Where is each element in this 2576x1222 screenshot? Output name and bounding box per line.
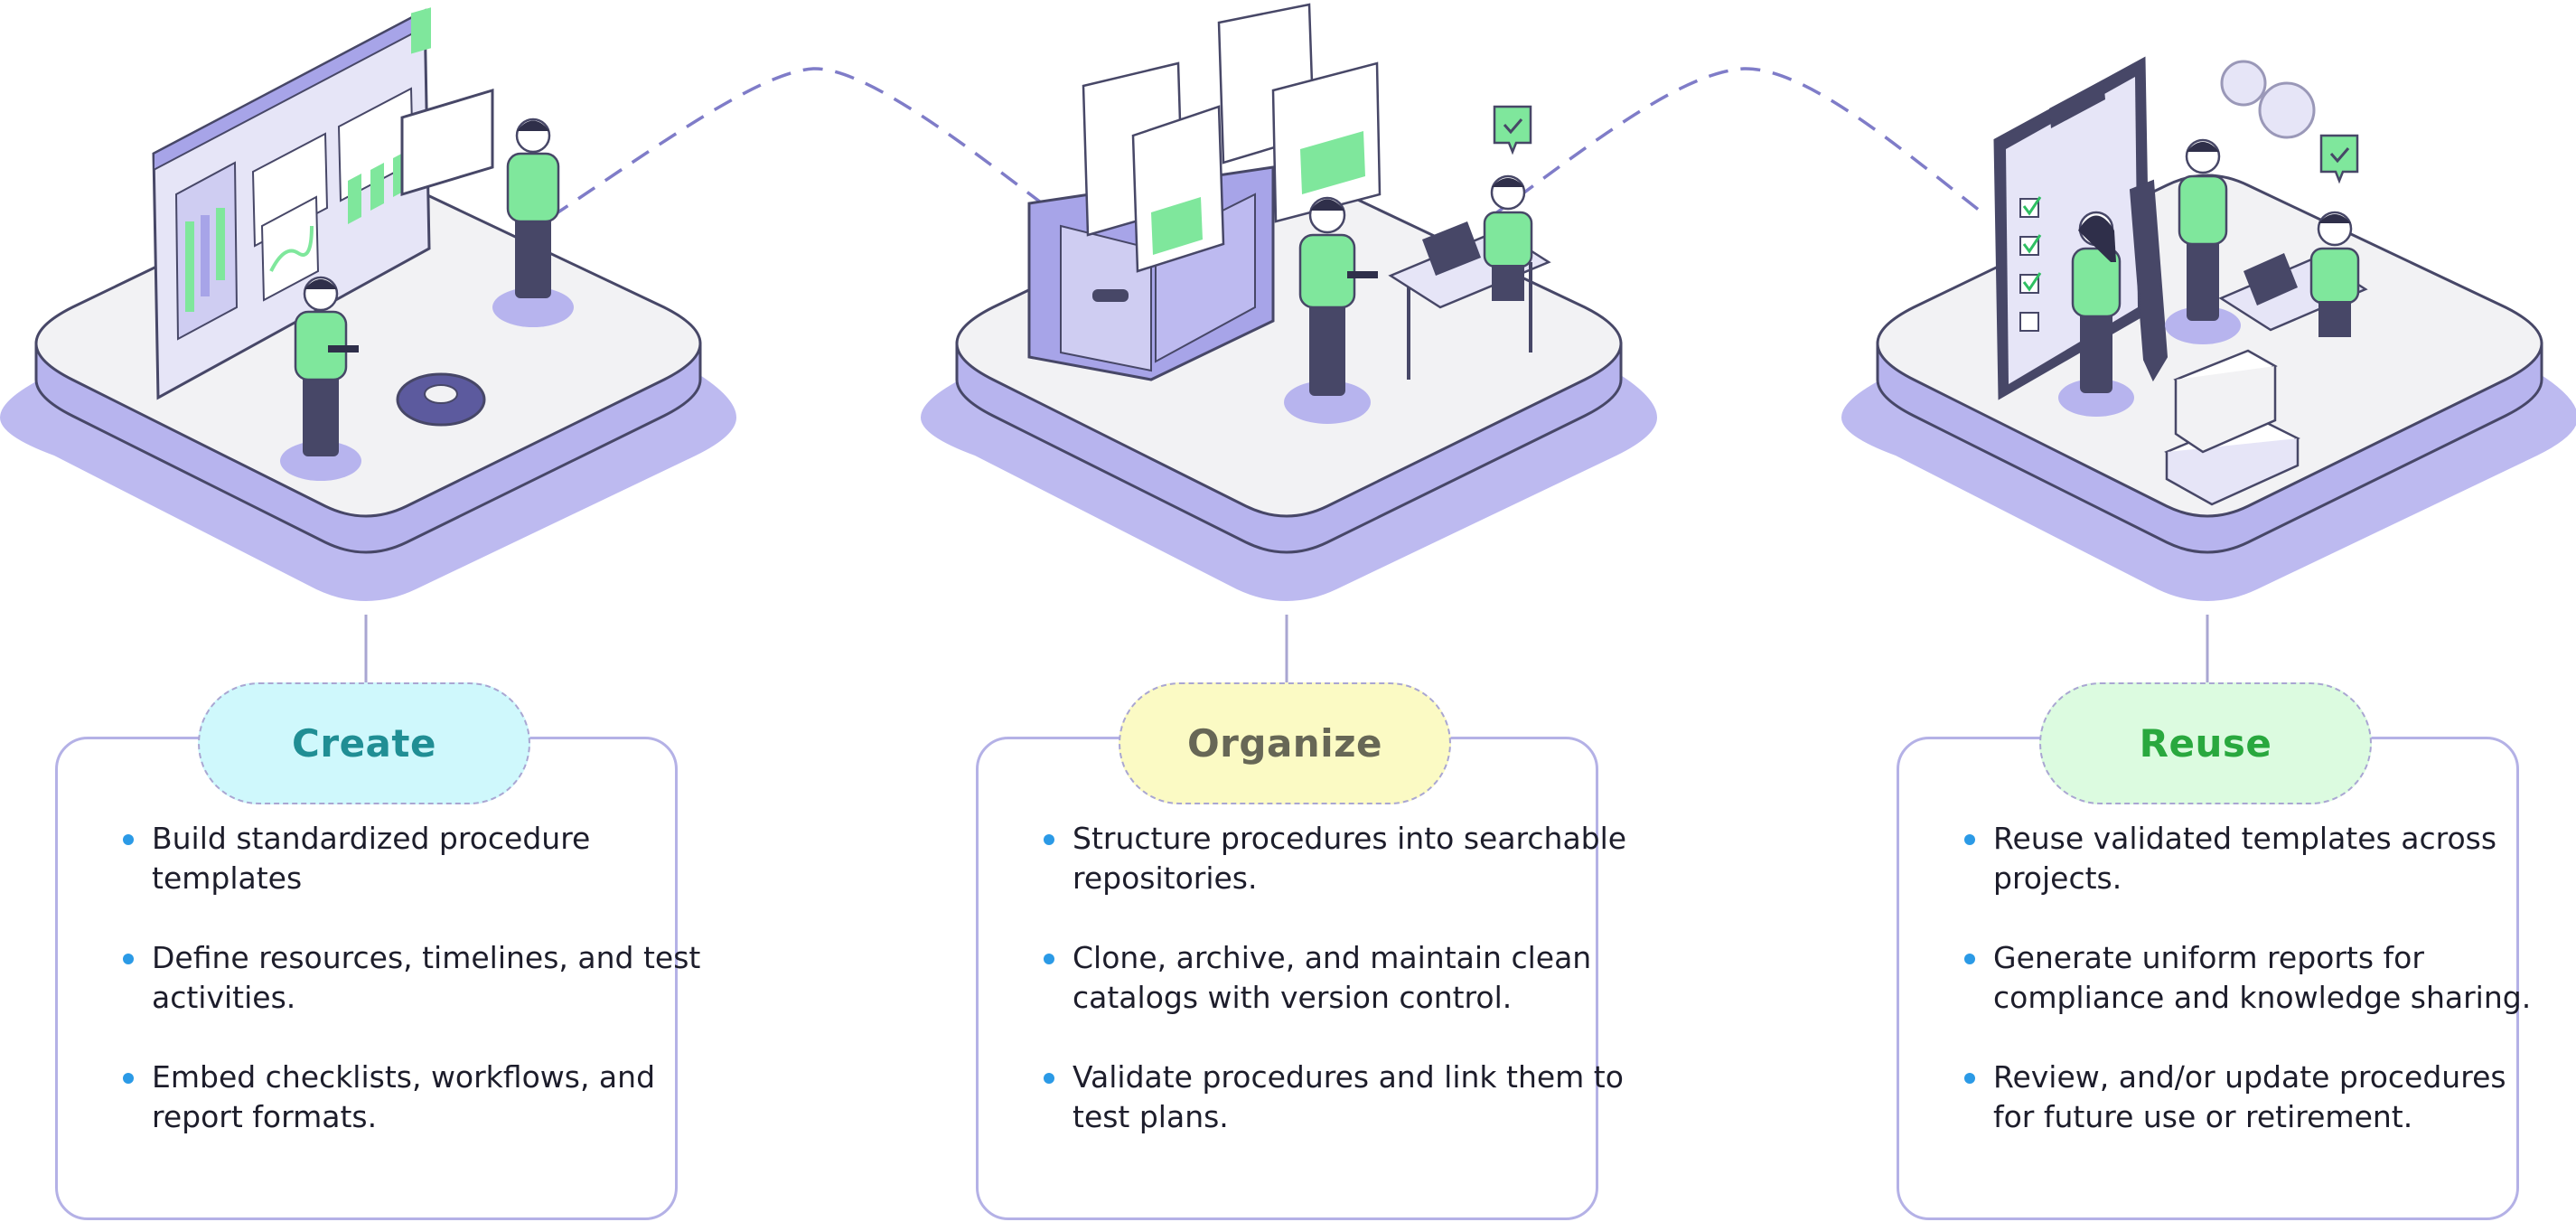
stage-title: Reuse <box>2039 682 2372 804</box>
bullet-dot <box>123 1073 134 1084</box>
person-with-tablet-front <box>280 276 361 481</box>
person-at-laptop <box>1483 174 1533 301</box>
stage-title: Organize <box>1119 682 1451 804</box>
dashed-connector-1-2 <box>550 67 1050 219</box>
check-badge-icon <box>2319 134 2359 184</box>
stage-title: Create <box>198 682 530 804</box>
bullet-dot <box>1044 1073 1054 1084</box>
bullet-dot <box>1964 834 1975 845</box>
paper-stack <box>2164 349 2300 506</box>
list-item: Define resources, timelines, and test ac… <box>123 938 712 1018</box>
list-item: Structure procedures into searchable rep… <box>1044 819 1633 898</box>
person-standing-with-tablet <box>1284 196 1378 424</box>
filing-cabinet <box>1027 3 1382 381</box>
stage-reuse: Reuse Reuse validated templates across p… <box>1841 0 2576 1222</box>
stage-card <box>55 737 678 1220</box>
person-with-pen <box>2058 211 2134 417</box>
list-item: Reuse validated templates across project… <box>1964 819 2553 898</box>
person-pointing <box>492 118 574 327</box>
bullet-dot <box>1964 1073 1975 1084</box>
dashed-connector-2-3 <box>1489 67 1990 219</box>
platform-organize <box>921 3 1657 682</box>
person-with-clipboard <box>2165 138 2241 344</box>
bullet-dot <box>1964 954 1975 964</box>
bullet-list: Reuse validated templates across project… <box>1964 819 2553 1177</box>
gears-icon <box>2220 60 2316 139</box>
bullet-list: Build standardized procedure templates D… <box>123 819 712 1177</box>
list-item: Review, and/or update procedures for fut… <box>1964 1058 2553 1137</box>
bullet-dot <box>1044 954 1054 964</box>
bullet-dot <box>123 834 134 845</box>
person-at-laptop <box>2309 211 2360 337</box>
bullet-dot <box>1044 834 1054 845</box>
list-item: Embed checklists, workflows, and report … <box>123 1058 712 1137</box>
platform-create <box>0 7 736 682</box>
stage-organize: Organize Structure procedures into searc… <box>921 0 1779 1222</box>
bullet-list: Structure procedures into searchable rep… <box>1044 819 1633 1177</box>
list-item: Generate uniform reports for compliance … <box>1964 938 2553 1018</box>
stage-create: Create Build standardized procedure temp… <box>0 0 858 1222</box>
list-item: Clone, archive, and maintain clean catal… <box>1044 938 1633 1018</box>
stage-card <box>1897 737 2519 1220</box>
check-badge-icon <box>1493 105 1532 155</box>
dashboard-board <box>152 8 431 400</box>
gear-icon <box>396 372 486 427</box>
list-item: Validate procedures and link them to tes… <box>1044 1058 1633 1137</box>
stage-card <box>976 737 1598 1220</box>
bullet-dot <box>123 954 134 964</box>
list-item: Build standardized procedure templates <box>123 819 712 898</box>
platform-reuse <box>1841 56 2576 682</box>
